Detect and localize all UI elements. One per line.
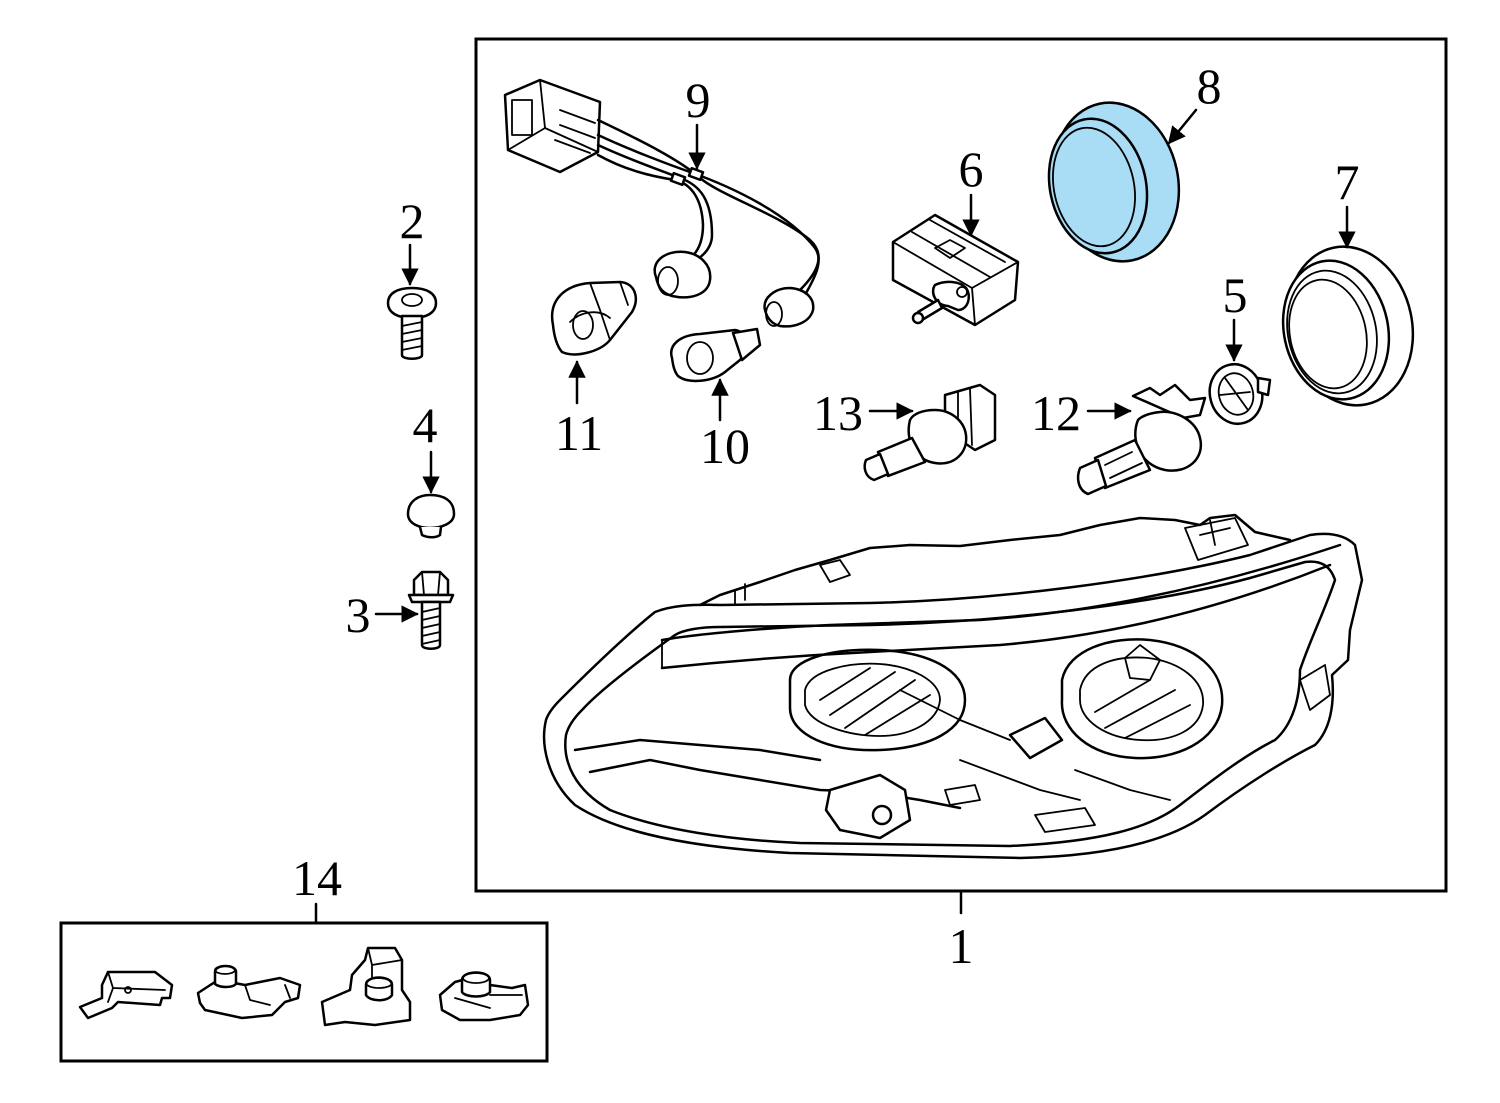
callout-14: 14	[292, 850, 342, 906]
callout-13: 13	[813, 385, 863, 441]
rear-cover-highlighted-icon[interactable]	[1037, 91, 1193, 273]
assembly-frame	[474, 37, 1448, 893]
plug-cap-icon[interactable]	[406, 493, 456, 539]
callout-4: 4	[413, 397, 438, 453]
callout-2: 2	[400, 193, 425, 249]
kit-bracket-b-icon	[196, 964, 302, 1020]
kit-frame	[59, 921, 549, 1063]
wiring-harness-icon[interactable]	[503, 78, 820, 328]
turn-signal-bulb-icon[interactable]	[550, 280, 637, 356]
callout-7: 7	[1335, 154, 1360, 210]
callout-3: 3	[346, 587, 371, 643]
kit-bracket-d-icon	[438, 971, 530, 1022]
screw-icon[interactable]	[386, 286, 438, 360]
callout-11: 11	[555, 405, 603, 461]
callout-10: 10	[700, 418, 750, 474]
callout-5: 5	[1223, 267, 1248, 323]
callout-1: 1	[949, 918, 974, 974]
headlamp-assembly-icon[interactable]	[542, 513, 1364, 860]
wedge-bulb-icon[interactable]	[669, 327, 762, 383]
low-beam-bulb-icon[interactable]	[1076, 383, 1207, 496]
callout-8: 8	[1197, 58, 1222, 114]
callout-12: 12	[1031, 385, 1081, 441]
rear-cover-icon[interactable]	[1271, 235, 1428, 417]
callout-9: 9	[686, 72, 711, 128]
bulb-retainer-icon[interactable]	[1203, 358, 1272, 429]
kit-bracket-c-icon	[320, 946, 412, 1027]
kit-bracket-a-icon	[78, 970, 174, 1020]
bolt-icon[interactable]	[407, 570, 455, 650]
leader-lines	[314, 108, 1356, 925]
callout-labels: 1 2 3 4 5 6 7 8 9 10 11 12 13 14	[292, 58, 1360, 974]
repair-kit-brackets-icon[interactable]	[78, 946, 530, 1027]
high-beam-bulb-icon[interactable]	[863, 383, 997, 482]
callout-6: 6	[959, 141, 984, 197]
leveling-motor-icon[interactable]	[891, 213, 1020, 327]
